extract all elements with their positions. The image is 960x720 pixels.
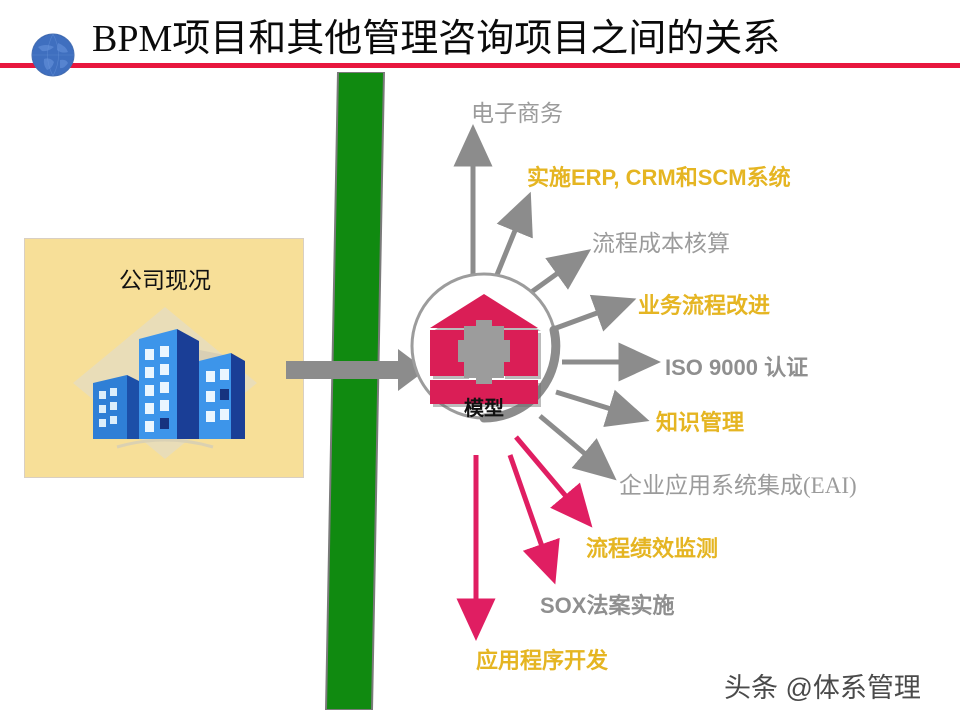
spoke-label-perf: 流程绩效监测 [586,536,719,561]
bpm-barrier-panel [324,72,386,710]
temple-core [464,326,504,378]
globe-icon [31,33,75,77]
arrow-to-km [555,389,650,428]
company-panel-label: 公司现况 [119,267,211,293]
spoke-label-bpi: 业务流程改进 [638,293,771,318]
arrow-to-eai [538,414,617,481]
model-label: 模型 [464,398,504,420]
arrow-to-perf [514,435,593,528]
page-title: BPM项目和其他管理咨询项目之间的关系 [92,18,781,60]
model-circle [410,272,561,423]
spoke-label-erp: 实施ERP, CRM和SCM系统 [527,165,791,190]
spoke-label-ecommerce: 电子商务 [471,101,563,126]
watermark: 头条 @体系管理 [724,673,921,703]
temple-roof [430,294,538,328]
title-divider-rule [0,63,960,68]
slide-header: BPM项目和其他管理咨询项目之间的关系 [0,0,960,80]
spoke-label-sox: SOX法案实施 [540,593,675,618]
spoke-label-costing: 流程成本核算 [592,231,730,256]
arrow-to-sox [507,454,560,585]
spoke-label-eai: 企业应用系统集成(EAI) [619,473,857,498]
office-buildings-icon [73,307,257,459]
spoke-label-km: 知识管理 [656,410,745,435]
spoke-label-iso: ISO 9000 认证 [665,355,809,380]
inflow-arrow [286,349,426,391]
spoke-label-appdev: 应用程序开发 [476,648,609,673]
company-current-state-panel: 公司现况 [24,238,304,478]
